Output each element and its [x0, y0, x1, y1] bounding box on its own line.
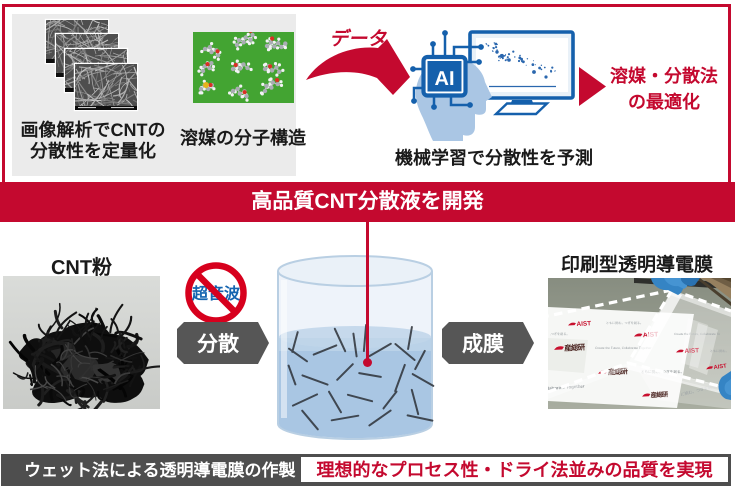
svg-text:Create the Future, Collaborate: Create the Future, Collaborate To: [674, 332, 720, 336]
svg-text:laborate Together: laborate Together: [548, 383, 585, 391]
svg-text:AIST: AIST: [684, 347, 699, 355]
svg-text:ともに挑む。: ともに挑む。: [710, 349, 729, 353]
svg-text:AIST: AIST: [576, 320, 591, 328]
svg-text:,つぎを創る。: ,つぎを創る。: [550, 332, 569, 336]
svg-text:産総研: 産総研: [650, 390, 668, 399]
svg-text:分散: 分散: [197, 332, 240, 356]
svg-text:産総研: 産総研: [564, 342, 585, 353]
svg-text:Create the Future, Collaborate: Create the Future, Collaborate Together: [595, 346, 652, 350]
svg-text:ともに挑む。つぎを創る。: ともに挑む。つぎを創る。: [606, 321, 643, 325]
svg-text:AIST: AIST: [713, 363, 727, 371]
svg-text:産総研: 産総研: [608, 366, 629, 377]
svg-text:AI: AI: [435, 68, 455, 90]
svg-text:成膜: 成膜: [462, 332, 504, 356]
